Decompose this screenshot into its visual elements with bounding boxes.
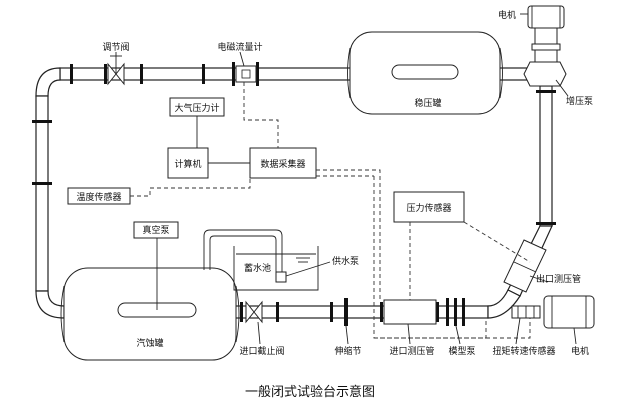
diagram-caption: 一般闭式试验台示意图	[245, 384, 375, 400]
supply-pump-label: 供水泵	[332, 255, 359, 267]
motor-top-label: 电机	[498, 9, 516, 21]
bottom-motor	[543, 295, 595, 329]
inlet-pressure-pipe	[383, 299, 437, 325]
leader-lines	[115, 13, 577, 345]
inlet-pipe-label: 进口测压管	[389, 345, 434, 357]
computer-box: 计算机	[167, 147, 209, 179]
temp-sensor-box: 温度传感器	[67, 187, 131, 205]
surge-tank	[347, 31, 503, 115]
pressure-sensor-box: 压力传感器	[393, 191, 465, 223]
inlet-valve	[245, 300, 263, 324]
cavitation-tank	[60, 236, 240, 361]
booster-pump-label: 增压泵	[566, 95, 593, 107]
expansion-joint-label: 伸缩节	[334, 345, 361, 357]
outlet-pipe-label: 出口测压管	[536, 273, 581, 285]
data-collector-label: 数据采集器	[260, 158, 305, 170]
vacuum-pump: 真空泵	[133, 221, 179, 239]
atm-pressure-gauge-label: 大气压力计	[174, 102, 219, 114]
motor-bottom-label: 电机	[571, 345, 589, 357]
regulating-valve	[107, 55, 125, 86]
data-collector-box: 数据采集器	[249, 147, 317, 179]
top-motor	[527, 5, 565, 29]
outlet-pressure-pipe	[503, 239, 547, 293]
pressure-sensor-label: 压力传感器	[406, 202, 451, 214]
pipe-flanges	[32, 62, 556, 326]
atm-pressure-gauge: 大气压力计	[169, 97, 225, 117]
computer-label: 计算机	[174, 158, 201, 170]
temp-sensor-label: 温度传感器	[76, 191, 121, 203]
inlet-valve-label: 进口截止阀	[239, 345, 284, 357]
cavitation-tank-label: 汽蚀罐	[136, 337, 163, 349]
torque-sensor	[511, 305, 541, 319]
signal-lines	[130, 82, 531, 339]
flowmeter-label: 电磁流量计	[217, 41, 262, 53]
regulating-valve-label: 调节阀	[102, 42, 129, 53]
vacuum-pump-label: 真空泵	[142, 224, 169, 236]
water-pool: 蓄水池	[203, 229, 319, 291]
flowmeter	[235, 65, 257, 83]
pipe-loop	[35, 67, 553, 319]
torque-sensor-label: 扭矩转速传感器	[492, 345, 555, 357]
water-pool-label: 蓄水池	[244, 262, 271, 274]
booster-pump	[523, 27, 567, 87]
test-pump-label: 模型泵	[448, 346, 475, 357]
surge-tank-label: 稳压罐	[414, 97, 441, 109]
